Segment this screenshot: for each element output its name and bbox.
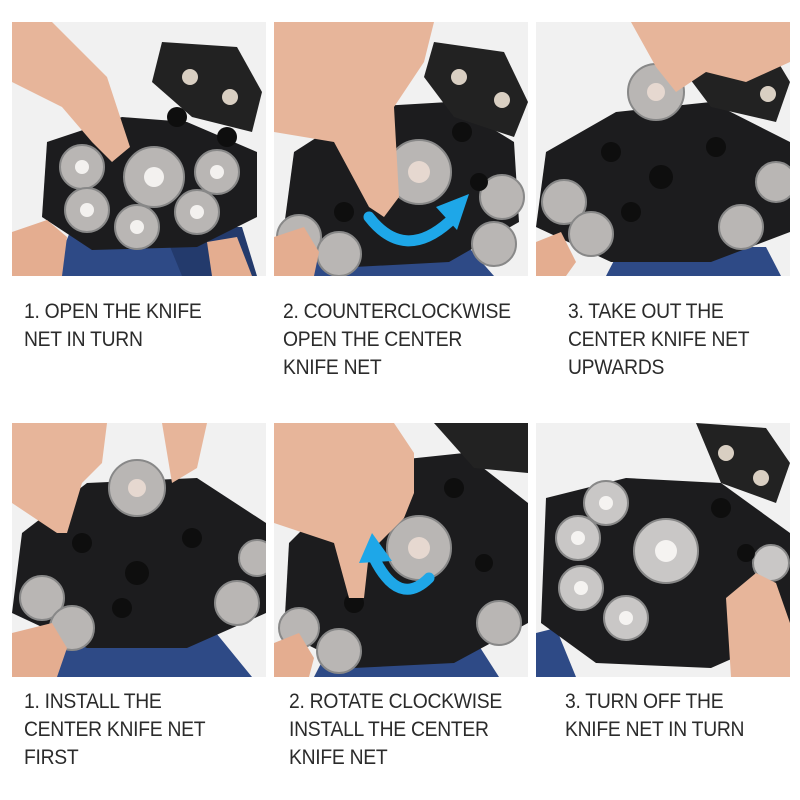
caption-line: 1. OPEN THE KNIFE <box>24 300 202 323</box>
shaver-photo <box>536 22 790 276</box>
caption-line: KNIFE NET IN TURN <box>565 718 745 741</box>
step-caption-remove-3: 3. TAKE OUT THE CENTER KNIFE NET UPWARDS <box>568 298 800 382</box>
caption-line: INSTALL THE CENTER <box>289 718 489 741</box>
counterclockwise-arrow-icon <box>363 211 455 247</box>
caption-line: 2. COUNTERCLOCKWISE <box>283 300 511 323</box>
shaver-photo <box>274 423 528 677</box>
caption-line: KNIFE NET <box>289 746 388 769</box>
caption-line: 1. INSTALL THE <box>24 690 162 713</box>
step-caption-install-3: 3. TURN OFF THE KNIFE NET IN TURN <box>565 688 799 744</box>
caption-line: KNIFE NET <box>283 356 382 379</box>
step-photo-remove-2 <box>274 22 528 276</box>
step-caption-install-2: 2. ROTATE CLOCKWISE INSTALL THE CENTER K… <box>289 688 523 772</box>
step-photo-install-2 <box>274 423 528 677</box>
caption-line: 2. ROTATE CLOCKWISE <box>289 690 503 713</box>
caption-line: FIRST <box>24 746 79 769</box>
clockwise-arrow-icon <box>368 552 435 595</box>
step-photo-install-1 <box>12 423 266 677</box>
shaver-photo <box>12 423 266 677</box>
caption-line: NET IN TURN <box>24 328 143 351</box>
step-photo-remove-3 <box>536 22 790 276</box>
shaver-photo <box>274 22 528 276</box>
caption-line: CENTER KNIFE NET <box>24 718 206 741</box>
step-caption-install-1: 1. INSTALL THE CENTER KNIFE NET FIRST <box>24 688 258 772</box>
step-caption-remove-2: 2. COUNTERCLOCKWISE OPEN THE CENTER KNIF… <box>283 298 517 382</box>
step-caption-remove-1: 1. OPEN THE KNIFE NET IN TURN <box>24 298 258 354</box>
caption-line: CENTER KNIFE NET <box>568 328 750 351</box>
shaver-photo <box>12 22 266 276</box>
caption-line: OPEN THE CENTER <box>283 328 463 351</box>
step-photo-install-3 <box>536 423 790 677</box>
step-photo-remove-1 <box>12 22 266 276</box>
shaver-photo <box>536 423 790 677</box>
caption-line: UPWARDS <box>568 356 665 379</box>
caption-line: 3. TURN OFF THE <box>565 690 724 713</box>
caption-line: 3. TAKE OUT THE <box>568 300 724 323</box>
